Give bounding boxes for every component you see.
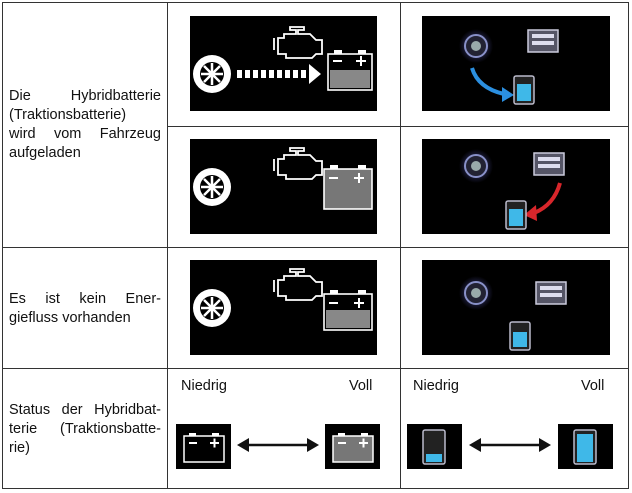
- column-divider: [400, 3, 401, 488]
- mono-display-charging: [190, 16, 377, 111]
- engine-icon: [273, 26, 323, 59]
- battery-icon: [513, 75, 535, 105]
- label-line: aufgeladen: [9, 145, 81, 161]
- engine-icon: [273, 268, 323, 301]
- battery-icon: [323, 290, 373, 331]
- label-line: rie): [9, 440, 30, 456]
- label-line: (Traktionsbatterie): [9, 107, 127, 123]
- row-label-status: Status der Hybridbat- terie (Traktionsba…: [9, 401, 161, 458]
- battery-icon: [183, 433, 225, 463]
- wheel-icon: [459, 29, 493, 63]
- double-arrow-icon: [469, 438, 551, 452]
- flow-arrow-icon: [470, 67, 505, 96]
- battery-icon: [332, 433, 374, 463]
- column-divider: [167, 3, 168, 488]
- battery-icon: [509, 321, 531, 351]
- full-label: Voll: [581, 378, 605, 394]
- row-divider: [3, 368, 628, 369]
- mono-display-no-flow: [190, 260, 377, 355]
- battery-icon: [327, 50, 373, 91]
- low-label: Niedrig: [413, 378, 459, 394]
- engine-icon: [527, 29, 559, 53]
- label-line: Es ist kein Ener-: [9, 291, 161, 307]
- wheel-icon: [459, 149, 493, 183]
- color-display-charging-engine: [422, 139, 610, 234]
- flow-arrow-icon: [237, 64, 321, 84]
- row-label-charging: Die Hybridbatterie (Traktionsbatterie) w…: [9, 87, 161, 163]
- mono-display-charging-full: [190, 139, 377, 234]
- engine-icon: [533, 152, 565, 176]
- label-line: terie (Traktionsbatte-: [9, 421, 161, 437]
- battery-icon: [573, 429, 597, 465]
- engine-icon: [535, 281, 567, 305]
- row-divider: [3, 247, 628, 248]
- flow-arrow-icon: [533, 182, 562, 215]
- row-divider: [167, 126, 628, 127]
- mono-battery-low: [176, 424, 231, 469]
- battery-icon: [505, 200, 527, 230]
- label-line: Die Hybridbatterie: [9, 88, 161, 104]
- wheel-icon: [459, 276, 493, 310]
- wheel-icon: [193, 289, 231, 327]
- label-line: wird vom Fahrzeug: [9, 126, 161, 142]
- mono-battery-full: [325, 424, 380, 469]
- wheel-icon: [193, 55, 231, 93]
- color-battery-full: [558, 424, 613, 469]
- engine-icon: [273, 147, 323, 180]
- label-line: giefluss vorhanden: [9, 310, 131, 326]
- row-label-no-flow: Es ist kein Ener- giefluss vorhanden: [9, 290, 161, 328]
- color-display-no-flow: [422, 260, 610, 355]
- color-display-charging: [422, 16, 610, 111]
- wheel-icon: [193, 168, 231, 206]
- color-battery-low: [407, 424, 462, 469]
- low-label: Niedrig: [181, 378, 227, 394]
- full-label: Voll: [349, 378, 373, 394]
- battery-icon: [422, 429, 446, 465]
- double-arrow-icon: [237, 438, 319, 452]
- label-line: Status der Hybridbat-: [9, 402, 161, 418]
- battery-icon: [323, 165, 373, 210]
